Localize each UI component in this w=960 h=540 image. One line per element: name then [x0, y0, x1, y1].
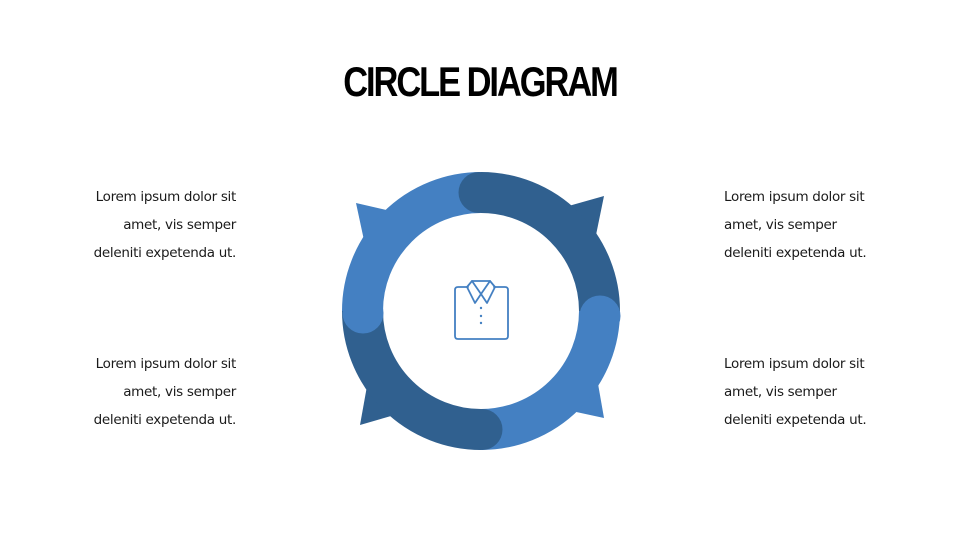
segment-top-left: [342, 172, 482, 312]
text-block-bottom-right: Lorem ipsum dolor sit amet, vis semper d…: [724, 350, 924, 434]
slide-title: CIRCLE DIAGRAM: [343, 58, 619, 105]
segment-cap: [461, 409, 503, 450]
segment-bottom-left: [342, 310, 482, 450]
segment-top-right: [480, 172, 620, 312]
text-line: Lorem ipsum dolor sit: [724, 189, 865, 205]
arrow-tip-top-right: [565, 196, 604, 235]
text-block-bottom-left: Lorem ipsum dolor sit amet, vis semper d…: [36, 350, 237, 434]
segment-cap: [579, 295, 621, 337]
text-line: Lorem ipsum dolor sit: [95, 189, 237, 205]
text-line: amet, vis semper: [724, 217, 837, 233]
text-line: deleniti expetenda ut.: [724, 412, 867, 428]
text-block-top-right: Lorem ipsum dolor sit amet, vis semper d…: [724, 183, 924, 267]
text-line: amet, vis semper: [724, 384, 837, 400]
text-line: Lorem ipsum dolor sit: [724, 356, 865, 372]
segment-cap: [458, 172, 500, 213]
shirt-buttons: [479, 306, 483, 325]
text-line: amet, vis semper: [123, 384, 236, 400]
arrow-tip-bottom-left: [360, 386, 398, 425]
segment-cap: [342, 292, 384, 334]
text-line: deleniti expetenda ut.: [93, 245, 237, 261]
text-line: deleniti expetenda ut.: [93, 412, 237, 428]
text-block-top-left: Lorem ipsum dolor sit amet, vis semper d…: [36, 183, 237, 267]
text-line: Lorem ipsum dolor sit: [95, 356, 237, 372]
shirt-icon: [454, 280, 509, 340]
text-line: amet, vis semper: [123, 217, 236, 233]
text-line: deleniti expetenda ut.: [724, 245, 867, 261]
